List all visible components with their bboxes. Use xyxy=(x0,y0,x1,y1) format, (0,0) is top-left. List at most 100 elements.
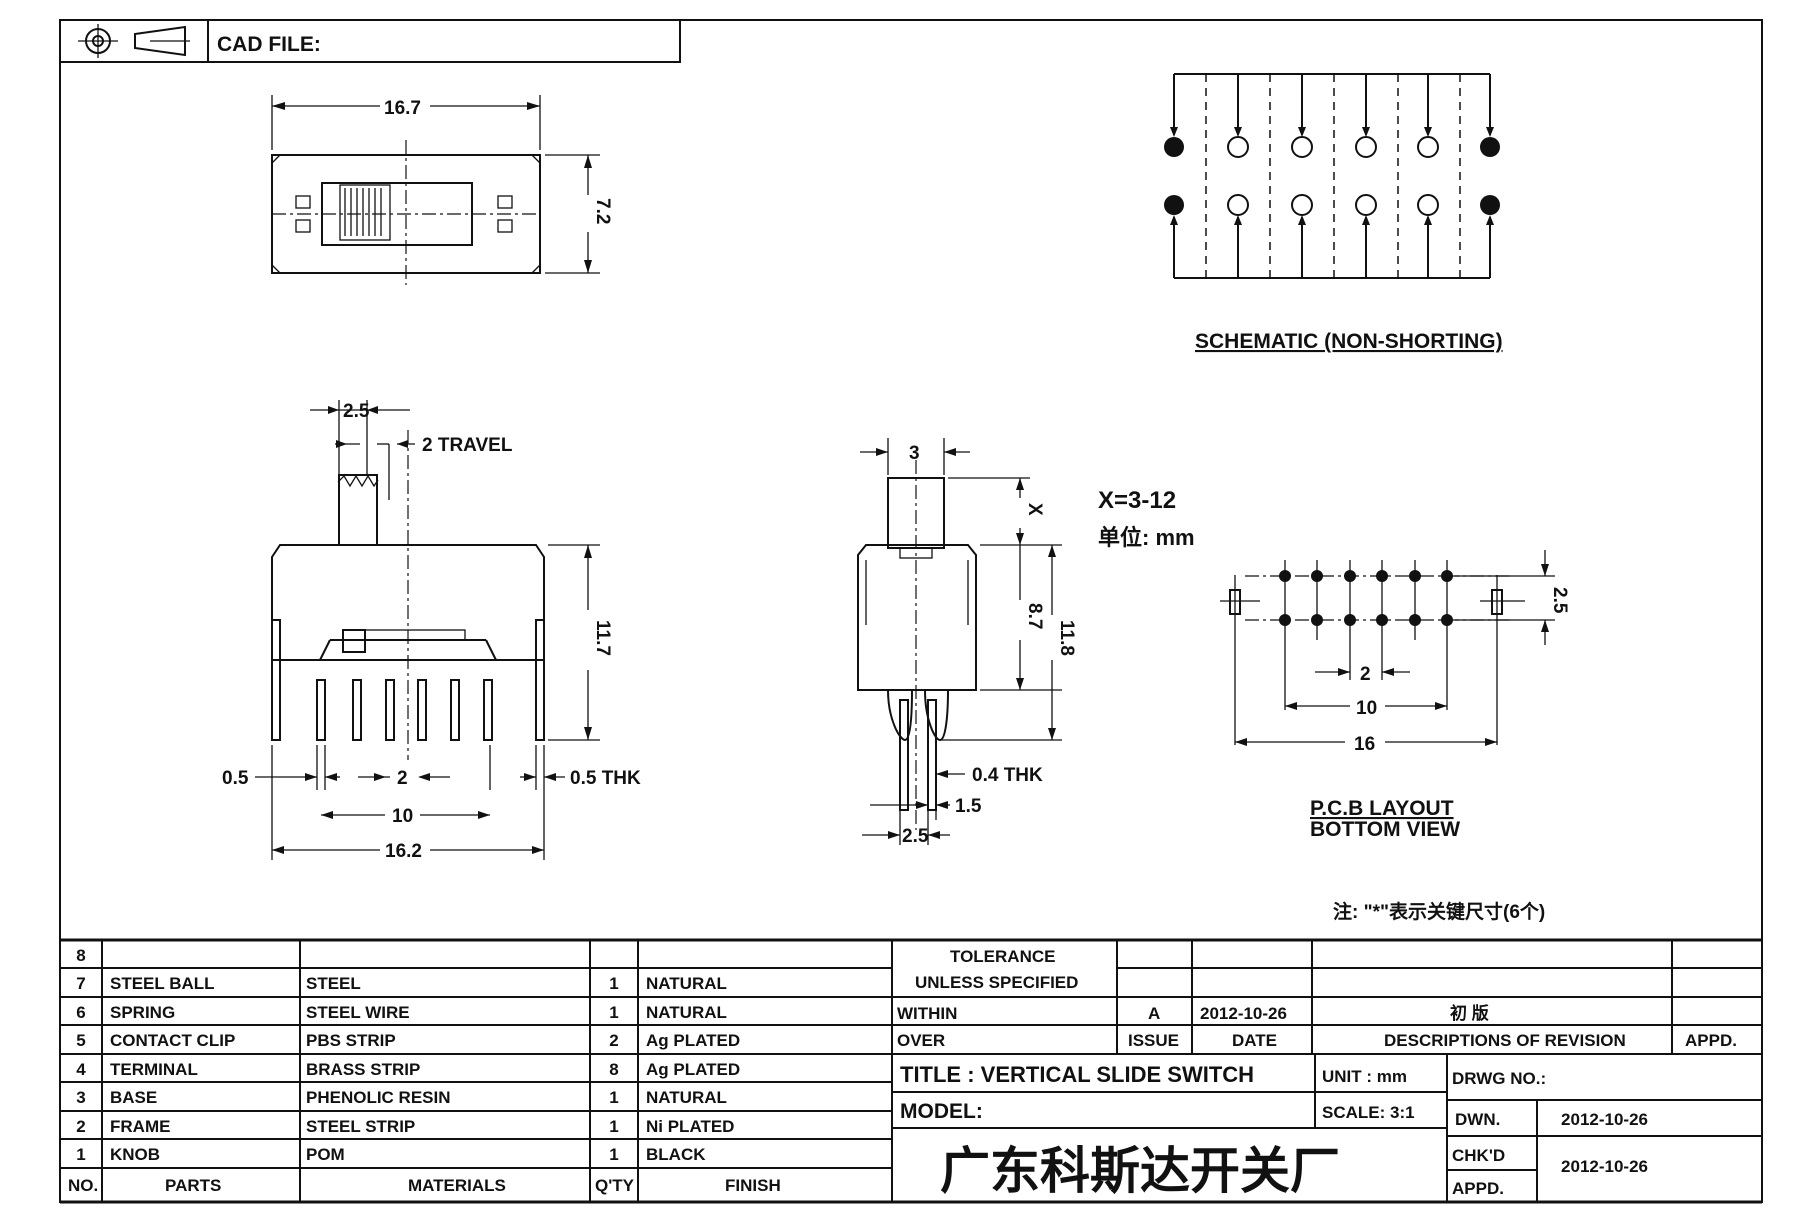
knob-width-dim: 3 xyxy=(909,443,920,464)
appd-label: APPD. xyxy=(1685,1031,1737,1050)
front-view: 2.5 2 TRAVEL 11.7 0.5 2 0 xyxy=(222,400,641,862)
bom-row: 7 STEEL BALL STEEL 1 NATURAL xyxy=(76,974,727,993)
key-dimension-note: 注: "*"表示关键尺寸(6个) xyxy=(1333,900,1545,923)
pcb-label: P.C.B LAYOUT xyxy=(1310,797,1454,820)
top-height-dim: 7.2 xyxy=(592,198,613,224)
dwn-date: 2012-10-26 xyxy=(1561,1110,1648,1129)
projection-symbol-icon xyxy=(78,24,190,58)
side-thk-dim: 0.4 THK xyxy=(972,765,1043,786)
pin-width-dim: 0.5 xyxy=(222,768,249,789)
schematic-label: SCHEMATIC (NON-SHORTING) xyxy=(1195,330,1503,353)
bom-cell-qty: 1 xyxy=(609,1117,618,1136)
pcb-sublabel: BOTTOM VIEW xyxy=(1310,818,1460,841)
bom-cell-qty: 1 xyxy=(609,974,618,993)
bom-cell-no: 4 xyxy=(76,1060,86,1079)
pcb-span-dim: 10 xyxy=(1356,698,1377,719)
overall-dim: 16.2 xyxy=(385,841,422,862)
drawing-title: TITLE : VERTICAL SLIDE SWITCH xyxy=(900,1062,1254,1087)
bom-cell-material: STEEL STRIP xyxy=(306,1117,415,1136)
thk-dim: 0.5 THK xyxy=(570,768,641,789)
title-block: TOLERANCE UNLESS SPECIFIED WITHIN OVER A… xyxy=(892,940,1762,1202)
bom-cell-material: STEEL WIRE xyxy=(306,1003,410,1022)
schematic: SCHEMATIC (NON-SHORTING) xyxy=(1164,73,1503,353)
company-name: 广东科斯达开关厂 xyxy=(940,1143,1340,1199)
x-range-note: X=3-12 xyxy=(1098,487,1176,514)
travel-dim: 2 TRAVEL xyxy=(422,435,513,456)
bom-cell-part: STEEL BALL xyxy=(110,974,215,993)
bom-cell-finish: BLACK xyxy=(646,1145,706,1164)
checked-label: CHK'D xyxy=(1452,1146,1505,1165)
over-label: OVER xyxy=(897,1031,945,1050)
bom-cell-qty: 1 xyxy=(609,1003,618,1022)
bom-row: 4 TERMINAL BRASS STRIP 8 Ag PLATED xyxy=(76,1060,740,1079)
bom-cell-qty: 2 xyxy=(609,1031,618,1050)
pcb-overall-dim: 16 xyxy=(1354,734,1375,755)
issue-label: ISSUE xyxy=(1128,1031,1179,1050)
dwn-label: DWN. xyxy=(1455,1110,1500,1129)
side-view: 3 X 8.7 11.8 0.4 THK 1.5 2.5 xyxy=(857,438,1077,847)
bom-cell-part: TERMINAL xyxy=(110,1060,198,1079)
col-header-finish: FINISH xyxy=(725,1176,781,1195)
bom-cell-material: PBS STRIP xyxy=(306,1031,396,1050)
bom-cell-no: 5 xyxy=(76,1031,85,1050)
bom-cell-material: STEEL xyxy=(306,974,361,993)
bom-row: 6 SPRING STEEL WIRE 1 NATURAL xyxy=(76,1003,727,1022)
bom-cell-material: PHENOLIC RESIN xyxy=(306,1088,451,1107)
front-height-dim: 11.7 xyxy=(592,620,613,656)
x-dim: X xyxy=(1024,503,1045,516)
front-pitch-dim: 2.5 xyxy=(343,401,370,422)
bom-cell-no: 3 xyxy=(76,1088,85,1107)
date-label: DATE xyxy=(1232,1031,1277,1050)
bom-cell-no: 1 xyxy=(76,1145,85,1164)
pcb-layout: 2.5 2 10 16 P.C.B LAYOUT BOTTOM VIEW xyxy=(1220,550,1570,841)
bom-cell-qty: 1 xyxy=(609,1088,618,1107)
side-d2-dim: 2.5 xyxy=(902,826,929,847)
body-height-dim: 8.7 xyxy=(1024,603,1045,629)
bom-cell-material: BRASS STRIP xyxy=(306,1060,420,1079)
col-header-materials: MATERIALS xyxy=(408,1176,506,1195)
bom-cell-finish: Ni PLATED xyxy=(646,1117,734,1136)
bom-cell-finish: Ag PLATED xyxy=(646,1060,740,1079)
revision-description: 初 版 xyxy=(1450,1003,1489,1023)
cad-file-label: CAD FILE: xyxy=(217,33,321,56)
checked-date: 2012-10-26 xyxy=(1561,1157,1648,1176)
unless-specified-label: UNLESS SPECIFIED xyxy=(915,973,1078,992)
bom-cell-finish: NATURAL xyxy=(646,1088,727,1107)
within-label: WITHIN xyxy=(897,1004,957,1023)
bom-cell-no: 6 xyxy=(76,1003,85,1022)
col-header-parts: PARTS xyxy=(165,1176,221,1195)
bom-row: 8 xyxy=(76,946,85,965)
top-view: 16.7 7.2 xyxy=(271,95,613,285)
model-label: MODEL: xyxy=(900,1100,983,1123)
bom-cell-part: SPRING xyxy=(110,1003,175,1022)
col-header-no: NO. xyxy=(68,1176,98,1195)
bom-row: 3 BASE PHENOLIC RESIN 1 NATURAL xyxy=(76,1088,727,1107)
pcb-row-pitch-dim: 2.5 xyxy=(1549,587,1570,614)
bom-cell-finish: NATURAL xyxy=(646,1003,727,1022)
unit-note: 单位: mm xyxy=(1098,525,1195,550)
side-d1-dim: 1.5 xyxy=(955,796,982,817)
bom-cell-part: BASE xyxy=(110,1088,157,1107)
approved-label: APPD. xyxy=(1452,1179,1504,1198)
revision-letter: A xyxy=(1148,1004,1160,1023)
col-header-qty: Q'TY xyxy=(595,1176,635,1195)
bom-cell-part: KNOB xyxy=(110,1145,160,1164)
scale-label: SCALE: 3:1 xyxy=(1322,1103,1415,1122)
tolerance-label: TOLERANCE xyxy=(950,947,1055,966)
span-dim: 10 xyxy=(392,806,413,827)
bom-cell-qty: 8 xyxy=(609,1060,618,1079)
drawing-number-label: DRWG NO.: xyxy=(1452,1069,1546,1088)
bom-cell-no: 7 xyxy=(76,974,85,993)
bom-cell-material: POM xyxy=(306,1145,345,1164)
bom-cell-no: 8 xyxy=(76,946,85,965)
descriptions-label: DESCRIPTIONS OF REVISION xyxy=(1384,1031,1626,1050)
bom-cell-part: FRAME xyxy=(110,1117,170,1136)
pin-pitch-dim: 2 xyxy=(397,768,408,789)
pcb-pitch-dim: 2 xyxy=(1360,664,1371,685)
bom-cell-finish: NATURAL xyxy=(646,974,727,993)
